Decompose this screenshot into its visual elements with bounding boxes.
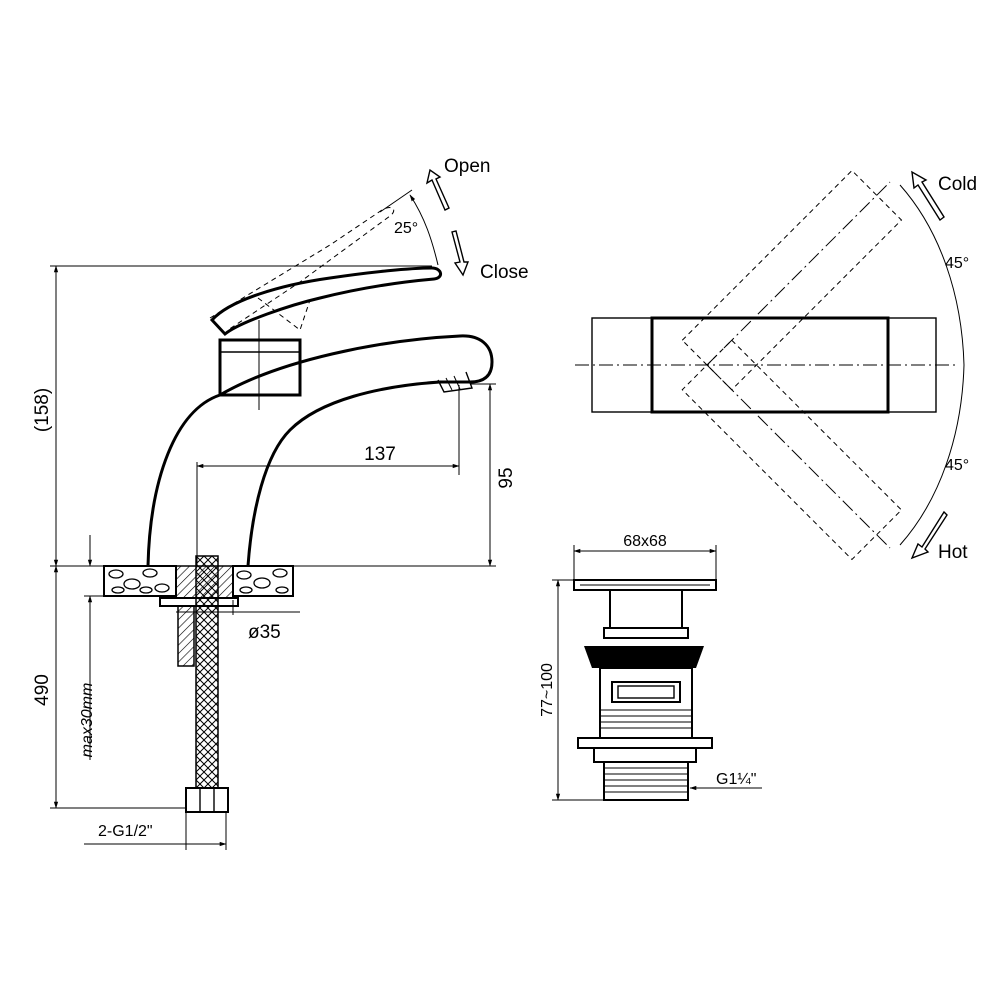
drain-size-label: 68x68 [623, 533, 667, 550]
faucet-side-view: (158) 137 95 ø35 490 [32, 168, 517, 850]
dim-95: 95 [300, 383, 517, 567]
thread-g12-label: 2-G1/2" [98, 823, 153, 840]
hot-arrow-icon [910, 510, 948, 560]
dim-max30: max30mm [79, 535, 176, 760]
drain-thread-label: G1¼" [716, 771, 756, 788]
close-arrow-icon [451, 230, 470, 277]
cold-label: Cold [938, 174, 977, 195]
dim-g12: 2-G1/2" [84, 812, 227, 850]
spout-95-label: 95 [496, 467, 517, 488]
hose-490-label: 490 [32, 674, 53, 706]
open-label: Open [444, 156, 490, 177]
open-arrow-icon [425, 168, 450, 211]
dim-35: ø35 [176, 600, 300, 643]
supply-tails [159, 555, 239, 813]
top-view-base [591, 317, 937, 413]
angle-45-top-label: 45° [945, 255, 969, 272]
hot-label: Hot [938, 542, 968, 563]
aerator [437, 371, 473, 393]
countertop [103, 565, 294, 597]
faucet-body [146, 334, 494, 567]
drain-height-label: 77~100 [539, 663, 556, 717]
angle-45-bottom-label: 45° [945, 457, 969, 474]
faucet-top-view: Cold Hot 45° 45° [575, 169, 977, 563]
dim-490: 490 [32, 565, 186, 809]
handle-open-outline [209, 207, 395, 331]
cartridge-housing [218, 338, 302, 397]
height-158-label: (158) [32, 388, 53, 432]
handle-closed [209, 266, 442, 337]
angle-25-label: 25° [394, 220, 418, 237]
pop-up-drain: 68x68 77~100 G [539, 533, 762, 801]
max-30mm-label: max30mm [79, 683, 96, 758]
close-label: Close [480, 262, 529, 283]
reach-137-label: 137 [364, 444, 396, 465]
dim-137: 137 [196, 385, 460, 566]
dim-158: (158) [32, 265, 432, 567]
cold-arrow-icon [911, 170, 945, 222]
diameter-35-label: ø35 [248, 622, 281, 643]
